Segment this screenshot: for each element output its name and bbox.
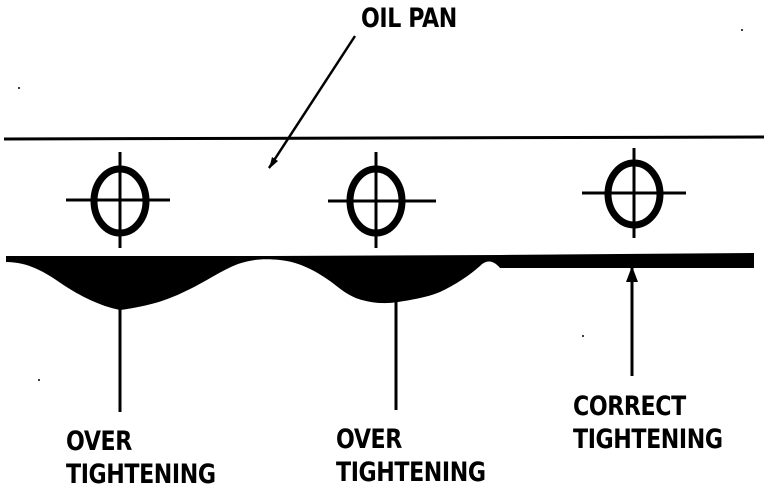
- oil-pan-leader-arrowhead: [269, 157, 278, 169]
- oil-pan-leader-line: [267, 35, 357, 169]
- middle-label-line2: TIGHTENING: [336, 457, 486, 488]
- middle-label: OVER TIGHTENING: [336, 423, 486, 489]
- left-label-line2: TIGHTENING: [66, 459, 216, 490]
- bolt-hole-middle: [328, 152, 436, 248]
- oil-pan-label: OIL PAN: [361, 2, 457, 35]
- oil-pan-label-text: OIL PAN: [361, 3, 457, 34]
- left-label: OVER TIGHTENING: [66, 425, 216, 491]
- left-label-line1: OVER: [66, 426, 132, 457]
- scan-speck: [582, 335, 584, 337]
- scan-speck: [741, 29, 743, 31]
- flange-distortion-profile: [6, 253, 754, 310]
- right-label-line2: TIGHTENING: [573, 424, 723, 455]
- oil-pan-top-edge: [3, 135, 765, 141]
- right-label-line1: CORRECT: [573, 391, 686, 422]
- bolt-hole-right: [582, 148, 686, 238]
- scan-speck: [38, 379, 40, 381]
- right-label: CORRECT TIGHTENING: [573, 390, 723, 456]
- right-pointer-arrowhead: [626, 266, 638, 282]
- scan-speck: [18, 87, 20, 89]
- bolt-hole-left: [66, 152, 170, 248]
- middle-label-line1: OVER: [336, 424, 402, 455]
